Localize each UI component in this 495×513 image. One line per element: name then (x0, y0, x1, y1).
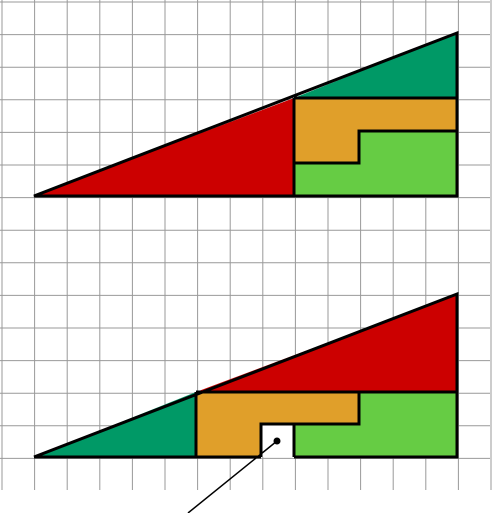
hole-pointer (187, 437, 281, 513)
bottom-green-l-piece (294, 392, 457, 457)
bottom-figure (33, 291, 459, 459)
bottom-orange-l-piece (196, 392, 359, 457)
top-outlines (33, 30, 459, 198)
bottom-outlines (33, 291, 459, 459)
pointer-dot (273, 437, 281, 445)
pointer-line (187, 440, 278, 513)
top-figure (33, 30, 459, 198)
top-green-l-piece (294, 131, 457, 196)
